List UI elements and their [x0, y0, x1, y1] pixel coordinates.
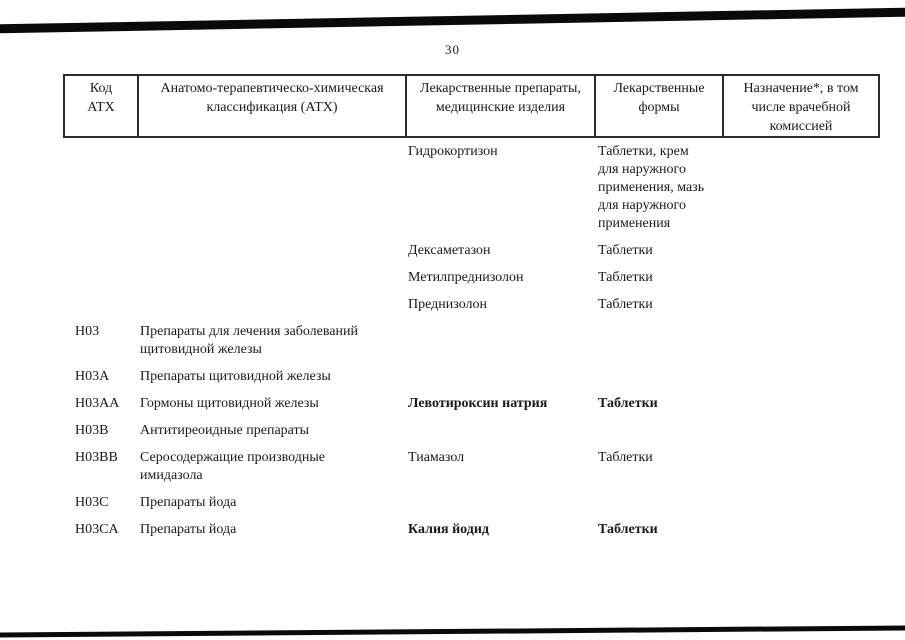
table-body: Гидрокортизон Таблетки, крем для наружног…: [63, 143, 880, 548]
header-dosage-forms: Лекарственные формы: [594, 76, 722, 136]
table-cell-drug: Преднизолон: [408, 297, 487, 312]
table-cell-drug: Дексаметазон: [408, 243, 491, 258]
table-row: H03CA Препараты йода Калия йодид Таблетки: [63, 521, 880, 539]
table-cell-note: [720, 449, 880, 485]
table-cell-code: [63, 269, 135, 287]
table-row: Дексаметазон Таблетки: [63, 242, 880, 260]
table-cell-drug: [403, 422, 592, 440]
table-cell-form: Таблетки, крем для наружного применения,…: [598, 144, 705, 231]
table-cell-form: Таблетки: [598, 270, 653, 285]
table-cell-drug: [403, 323, 592, 359]
header-atc-code: Код АТХ: [87, 81, 115, 115]
table-cell-drug: [403, 494, 592, 512]
table-cell-note: [720, 269, 880, 287]
table-cell-note: [720, 521, 880, 539]
header-prescription-commission: Назначение*, в том числе врачебной комис…: [722, 76, 878, 136]
table-cell-note: [720, 323, 880, 359]
table-cell-code: [63, 296, 135, 314]
table-cell-form: Таблетки: [598, 243, 653, 258]
table-cell-form: Таблетки: [598, 297, 653, 312]
table-row: Метилпреднизолон Таблетки: [63, 269, 880, 287]
table-cell-code: H03A: [75, 369, 110, 384]
table-cell-code: H03C: [75, 495, 109, 510]
table-cell-classification: Препараты для лечения заболеваний щитови…: [140, 324, 358, 357]
table-cell-classification: [135, 269, 403, 287]
table-cell-classification: Препараты щитовидной железы: [140, 369, 331, 384]
table-cell-code: [63, 143, 135, 233]
table-cell-form: Таблетки: [598, 522, 658, 537]
table-cell-drug: Гидрокортизон: [408, 144, 498, 159]
table-cell-code: H03CA: [75, 522, 119, 537]
table-cell-form: [592, 494, 720, 512]
table-cell-code: [63, 242, 135, 260]
table-cell-code: H03: [75, 324, 100, 339]
table-cell-code: H03AA: [75, 396, 120, 411]
table-cell-classification: Препараты йода: [140, 522, 237, 537]
table-cell-code: H03BB: [75, 450, 118, 465]
table-cell-classification: Антитиреоидные препараты: [140, 423, 310, 438]
table-cell-code: H03B: [75, 423, 109, 438]
table-cell-note: [720, 368, 880, 386]
table-row: H03A Препараты щитовидной железы: [63, 368, 880, 386]
table-cell-form: [592, 323, 720, 359]
table-cell-classification: [135, 242, 403, 260]
table-header: Код АТХ Анатомо-терапевтическо-химическа…: [63, 74, 880, 138]
page-number: 30: [445, 42, 460, 57]
table-cell-drug: [403, 368, 592, 386]
table-cell-note: [720, 143, 880, 233]
table-cell-form: [592, 368, 720, 386]
table-cell-drug: Левотироксин натрия: [408, 396, 548, 411]
header-atc-classification: Анатомо-терапевтическо-химическая класси…: [137, 76, 405, 136]
table-cell-note: [720, 242, 880, 260]
table-cell-form: Таблетки: [598, 450, 653, 465]
table-row: H03 Препараты для лечения заболеваний щит…: [63, 323, 880, 359]
scan-edge-bottom: [0, 625, 905, 638]
table-cell-classification: [135, 143, 403, 233]
table-cell-drug: Метилпреднизолон: [408, 270, 524, 285]
table-cell-note: [720, 494, 880, 512]
table-row: H03C Препараты йода: [63, 494, 880, 512]
table-cell-note: [720, 422, 880, 440]
table-cell-drug: Тиамазол: [408, 450, 465, 465]
header-drugs-medical-products: Лекарственные препараты, медицинские изд…: [405, 76, 594, 136]
table-cell-note: [720, 296, 880, 314]
table-cell-classification: Серосодержащие производные имидазола: [140, 450, 325, 483]
table-row: H03BB Серосодержащие производные имидазол…: [63, 449, 880, 485]
table-row: Гидрокортизон Таблетки, крем для наружног…: [63, 143, 880, 233]
table-cell-classification: Гормоны щитовидной железы: [140, 396, 319, 411]
table-cell-classification: Препараты йода: [140, 495, 237, 510]
table-row: H03B Антитиреоидные препараты: [63, 422, 880, 440]
table-cell-classification: [135, 296, 403, 314]
table-cell-form: Таблетки: [598, 396, 658, 411]
table-cell-note: [720, 395, 880, 413]
table-row: Преднизолон Таблетки: [63, 296, 880, 314]
table-row: H03AA Гормоны щитовидной железы Левотирокс…: [63, 395, 880, 413]
table-cell-form: [592, 422, 720, 440]
scan-edge-top: [0, 7, 905, 34]
table-cell-drug: Калия йодид: [408, 522, 489, 537]
